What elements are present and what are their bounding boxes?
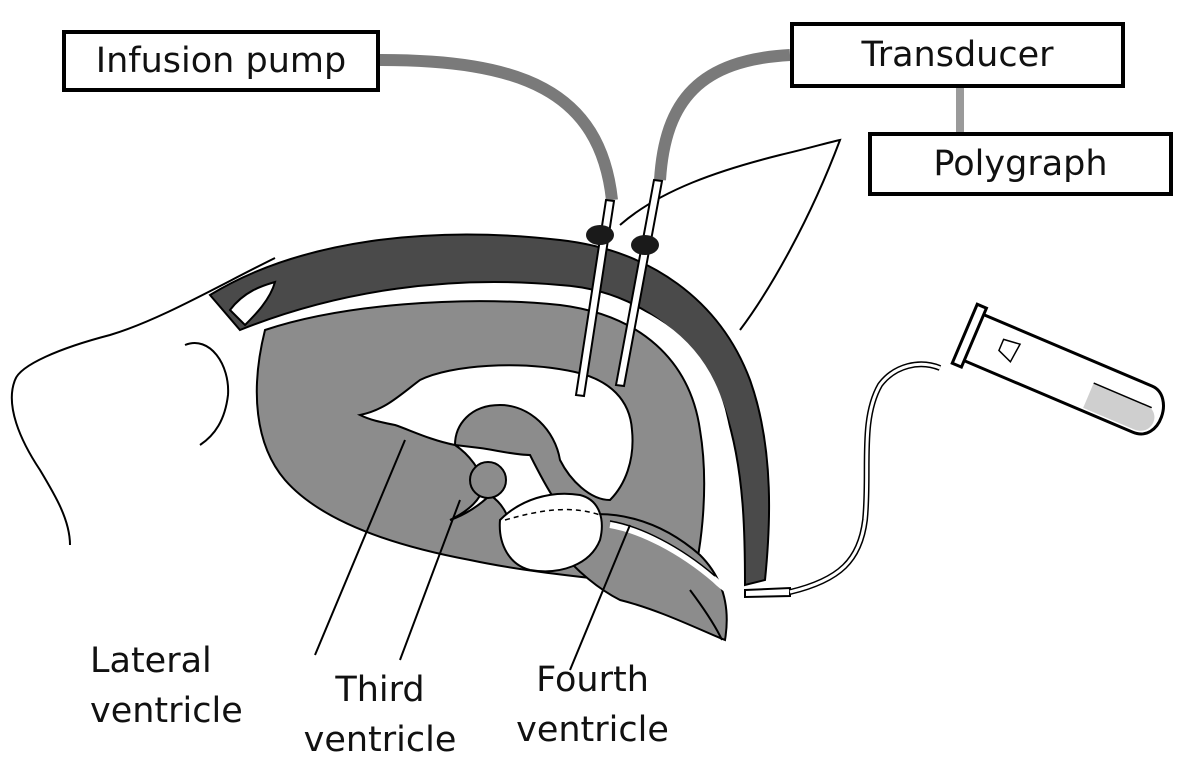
- infusion-tube: [380, 60, 612, 200]
- lateral-ventricle-line2: ventricle: [90, 686, 270, 736]
- third-ventricle-line1: Third: [295, 665, 465, 715]
- fourth-ventricle-line2: ventricle: [505, 705, 680, 755]
- lateral-ventricle-line1: Lateral: [90, 636, 270, 686]
- transducer-box: Transducer: [790, 22, 1125, 88]
- infusion-pump-label: Infusion pump: [96, 41, 346, 81]
- polygraph-box: Polygraph: [868, 132, 1173, 196]
- third-ventricle-label: Third ventricle: [295, 665, 465, 765]
- interthalamic-adhesion: [470, 462, 506, 498]
- collection-vial: [952, 304, 1174, 446]
- fourth-ventricle-label: Fourth ventricle: [505, 655, 680, 755]
- third-ventricle-line2: ventricle: [295, 715, 465, 765]
- transducer-label: Transducer: [861, 35, 1053, 75]
- lateral-ventricle-label: Lateral ventricle: [90, 636, 270, 736]
- polygraph-label: Polygraph: [933, 144, 1107, 184]
- eye-outline: [185, 343, 228, 445]
- transducer-tube: [660, 55, 790, 180]
- fourth-ventricle-line1: Fourth: [505, 655, 680, 705]
- collection-line: [790, 364, 940, 592]
- collection-needle: [745, 588, 790, 597]
- anchor-screw-1: [586, 225, 614, 245]
- infusion-pump-box: Infusion pump: [62, 30, 380, 92]
- anchor-screw-2: [631, 235, 659, 255]
